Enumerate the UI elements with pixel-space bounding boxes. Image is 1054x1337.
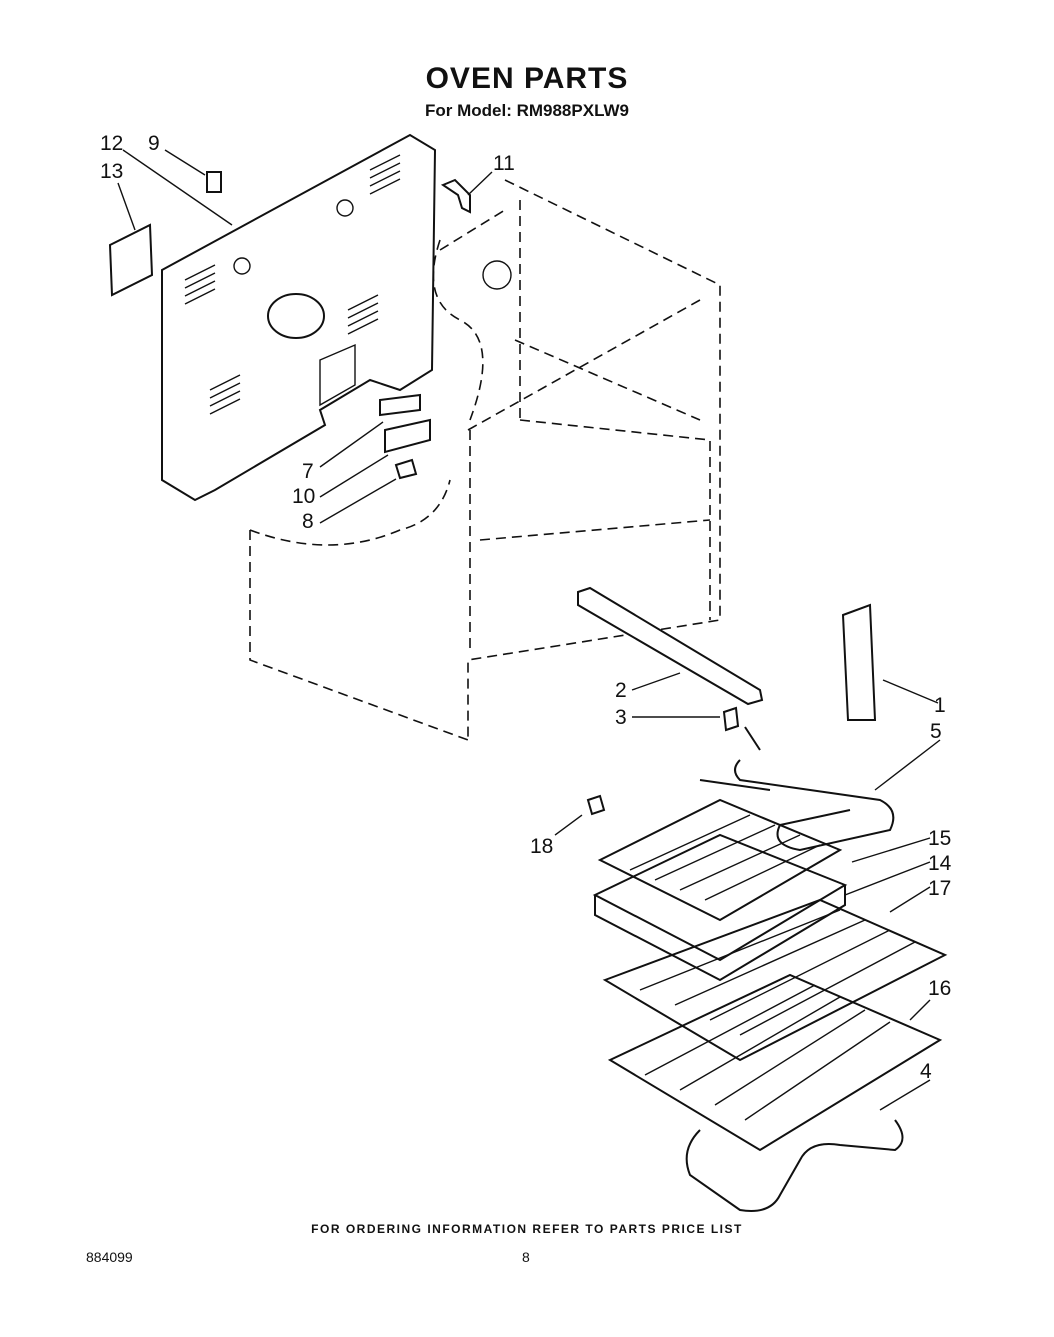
callout-16: 16: [928, 977, 951, 1000]
callout-3: 3: [615, 706, 627, 729]
callout-15: 15: [928, 827, 951, 850]
model-subtitle: For Model: RM988PXLW9: [424, 101, 630, 120]
page-title: OVEN PARTS: [425, 62, 629, 95]
part-4-bake-element: [685, 1119, 904, 1212]
part-15-broil-grid: [597, 798, 843, 922]
callout-17: 17: [928, 877, 951, 900]
document-number: 884099: [86, 1249, 133, 1265]
part-7-bracket: [379, 393, 421, 417]
callout-4: 4: [920, 1060, 932, 1083]
callout-14: 14: [928, 852, 952, 875]
part-10-switch: [384, 418, 431, 454]
callout-18: 18: [530, 835, 553, 858]
callout-8: 8: [302, 510, 314, 533]
callout-5: 5: [930, 720, 942, 743]
callout-10: 10: [292, 485, 315, 508]
callout-2: 2: [615, 679, 627, 702]
part-18-clip: [586, 794, 606, 816]
part-9-clip: [206, 171, 222, 193]
leader-lines: [117, 149, 941, 1111]
part-17-oven-rack: [602, 898, 948, 1062]
callout-7: 7: [302, 460, 314, 483]
part-11-bracket: [440, 178, 471, 214]
part-5-broil-element: [699, 726, 895, 852]
ordering-notice: FOR ORDERING INFORMATION REFER TO PARTS …: [311, 1222, 743, 1236]
callout-13: 13: [100, 160, 123, 183]
part-8-clip: [394, 458, 418, 480]
part-14-broil-pan: [592, 833, 848, 982]
callout-9: 9: [148, 132, 160, 155]
back-panel: [161, 133, 437, 502]
page-number: 8: [522, 1249, 530, 1265]
part-2-rail: [577, 586, 764, 706]
part-3-clip: [722, 706, 740, 732]
callout-1: 1: [934, 694, 946, 717]
part-16-oven-rack: [607, 973, 943, 1152]
callout-labels: 12 13 9 11 7 10 8 1 2 3 5 18 15 14 17 16…: [100, 132, 952, 1083]
part-1-side-trim: [841, 603, 877, 721]
callout-12: 12: [100, 132, 123, 155]
callout-11: 11: [493, 152, 515, 175]
part-13-cover-plate: [108, 223, 154, 297]
